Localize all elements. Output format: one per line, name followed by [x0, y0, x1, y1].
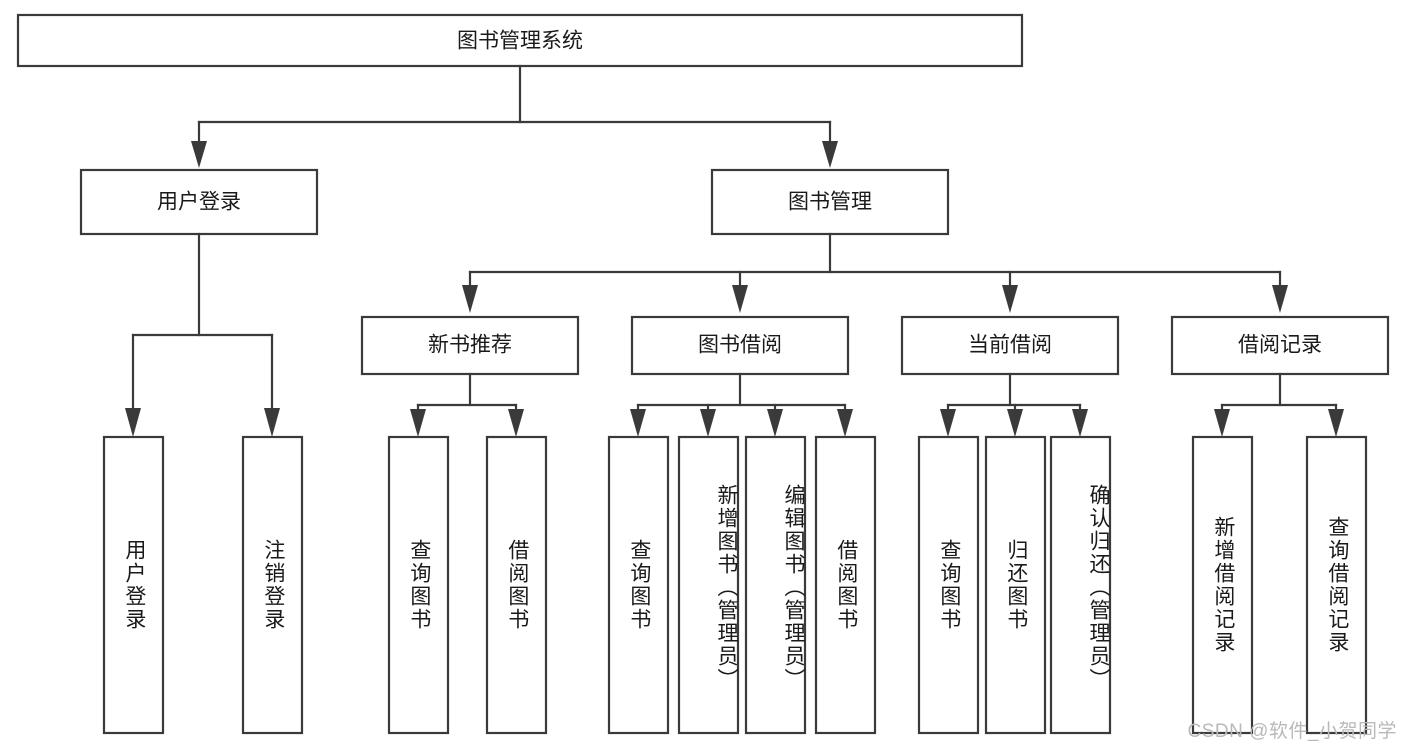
- connector-book-borrow-to-leaves: [630, 372, 853, 437]
- node-borrow-record[interactable]: 借阅记录: [1170, 315, 1390, 376]
- leaf-box-logout[interactable]: [241, 435, 304, 735]
- arrow-head-icon: [462, 285, 478, 313]
- arrow-head-icon: [410, 409, 426, 437]
- arrow-head-icon: [1007, 409, 1023, 437]
- connector-new-book-recommend-to-leaves: [410, 372, 524, 437]
- node-new-book-recommend-box: [360, 315, 580, 376]
- node-current-borrow-box: [900, 315, 1120, 376]
- arrow-head-icon: [1328, 409, 1344, 437]
- arrow-head-icon: [508, 409, 524, 437]
- leaf-box-edit-book[interactable]: [744, 435, 807, 735]
- arrow-head-icon: [822, 141, 838, 168]
- connector-current-borrow-to-leaves: [940, 372, 1088, 437]
- leaf-box-borrow-book-2[interactable]: [814, 435, 877, 735]
- node-root-box: [16, 13, 1024, 68]
- leaf-box-user-login[interactable]: [102, 435, 165, 735]
- node-book-management-box: [710, 168, 950, 236]
- arrow-head-icon: [630, 409, 646, 437]
- leaf-box-query-book-1[interactable]: [387, 435, 450, 735]
- arrow-head-icon: [1214, 409, 1230, 437]
- leaf-box-return-book[interactable]: [984, 435, 1047, 735]
- node-user-login[interactable]: 用户登录: [79, 168, 319, 236]
- arrow-head-icon: [837, 409, 853, 437]
- node-user-login-label: 用户登录: [157, 191, 241, 214]
- leaf-box-add-book[interactable]: [677, 435, 740, 735]
- csdn-watermark: CSDN @软件_小贺同学: [1187, 721, 1397, 742]
- arrow-head-icon: [732, 285, 748, 313]
- node-current-borrow[interactable]: 当前借阅: [900, 315, 1120, 376]
- connector-root-to-level1: [191, 64, 838, 168]
- node-user-login-box: [79, 168, 319, 236]
- node-new-book-recommend-label: 新书推荐: [428, 334, 512, 357]
- arrow-head-icon: [767, 409, 783, 437]
- arrow-head-icon: [264, 408, 280, 437]
- node-new-book-recommend[interactable]: 新书推荐: [360, 315, 580, 376]
- arrow-head-icon: [700, 409, 716, 437]
- node-borrow-record-label: 借阅记录: [1238, 334, 1322, 357]
- leaf-box-query-book-3[interactable]: [917, 435, 980, 735]
- node-current-borrow-label: 当前借阅: [968, 334, 1052, 357]
- leaf-box-confirm-return[interactable]: [1049, 435, 1112, 735]
- arrow-head-icon: [940, 409, 956, 437]
- arrow-head-icon: [1002, 285, 1018, 313]
- arrow-head-icon: [125, 408, 141, 437]
- arrow-head-icon: [1272, 285, 1288, 313]
- connector-user-login-to-leaves: [125, 232, 280, 437]
- arrow-head-icon: [191, 141, 207, 168]
- leaf-box-add-borrow-record[interactable]: [1191, 435, 1254, 735]
- node-book-management[interactable]: 图书管理: [710, 168, 950, 236]
- leaf-box-query-borrow-record[interactable]: [1305, 435, 1368, 735]
- leaf-box-borrow-book-1[interactable]: [485, 435, 548, 735]
- node-root[interactable]: 图书管理系统: [16, 13, 1024, 68]
- node-root-label: 图书管理系统: [457, 30, 583, 53]
- connector-borrow-record-to-leaves: [1214, 372, 1344, 437]
- connector-book-management-to-level2: [462, 232, 1288, 313]
- arrow-head-icon: [1072, 409, 1088, 437]
- node-book-borrow-label: 图书借阅: [698, 334, 782, 357]
- leaf-box-query-book-2[interactable]: [607, 435, 670, 735]
- node-book-borrow[interactable]: 图书借阅: [630, 315, 850, 376]
- node-book-management-label: 图书管理: [788, 191, 872, 214]
